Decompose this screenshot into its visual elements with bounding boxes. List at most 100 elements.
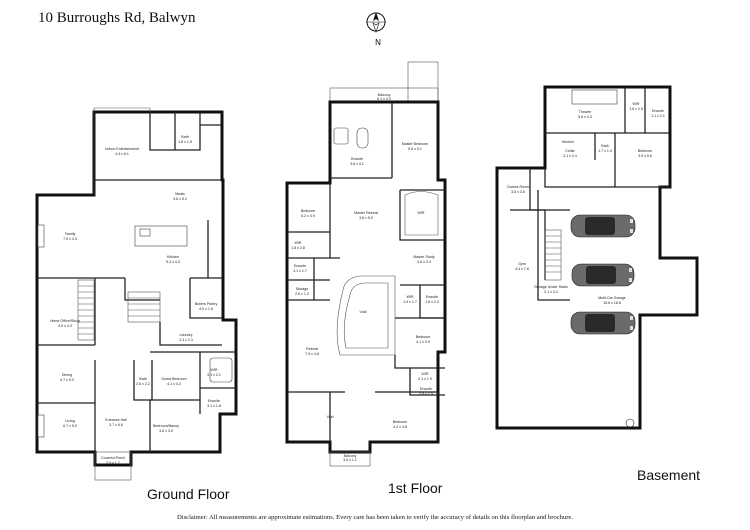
- basement-ensuite-size: 1.1 x 2.1: [651, 114, 665, 118]
- first-wir3-size: 2.1 x 1.9: [418, 377, 432, 381]
- basement-games-size: 3.8 x 3.6: [511, 190, 525, 194]
- basement-cellar-label: Cellar: [565, 149, 575, 153]
- first-floor-label: 1st Floor: [388, 480, 443, 496]
- basement-bath-size: 1.7 x 1.4: [598, 149, 612, 153]
- ground-family-size: 7.0 x 4.3: [63, 237, 77, 241]
- basement-games-label: Games Room: [507, 185, 529, 189]
- ground-living-size: 6.7 x 5.0: [63, 424, 77, 428]
- ground-kitchen-label: Kitchen: [167, 255, 179, 259]
- compass-icon: N: [366, 12, 386, 47]
- car-icon: [571, 263, 635, 287]
- first-ensuite4-size: 2.8 x 1.5: [419, 392, 433, 396]
- basement-storage-size: 2.1 x 3.3: [544, 290, 558, 294]
- ground-office-size: 4.5 x 4.3: [58, 324, 72, 328]
- ground-living-label: Living: [65, 419, 74, 423]
- first-bedroom2-label: Bedroom: [416, 335, 431, 339]
- first-wir1-size: 1.8 x 2.8: [291, 246, 305, 250]
- first-master-label: Master Bedroom: [402, 142, 429, 146]
- ground-laundry-label: Laundry: [180, 333, 193, 337]
- ground-bath2-size: 2.6 x 2.2: [136, 382, 150, 386]
- ground-ensuite-label: Ensuite: [208, 399, 220, 403]
- ground-floor-plan: Indoor Entertainment 4.4 x 6.1 Bath 1.8 …: [35, 107, 238, 481]
- basement-cellar-size: 3.1 x 2.4: [563, 154, 577, 158]
- basement-garage-size: 15.6 x 18.8: [603, 301, 621, 305]
- ground-bed5-size: 3.6 x 3.9: [159, 429, 173, 433]
- first-wir2-label: WIR: [407, 295, 414, 299]
- car-icon: [570, 311, 636, 335]
- ground-guest-size: 4.1 x 4.2: [167, 382, 181, 386]
- ground-bath2-label: Bath: [139, 377, 146, 381]
- first-ensuite3-size: 1.8 x 2.3: [425, 300, 439, 304]
- first-void2-label: Void: [327, 415, 334, 419]
- first-ensuite2-size: 3.1 x 1.7: [293, 269, 307, 273]
- first-bedroom3-label: Bedroom: [393, 420, 408, 424]
- basement-theatre-label: Theatre: [579, 110, 591, 114]
- ground-office-label: Home Office/Study: [50, 319, 80, 323]
- first-bedroom1-size: 5.2 x 4.9: [301, 214, 315, 218]
- ground-laundry-size: 3.3 x 2.3: [179, 338, 193, 342]
- first-balcony-top-label: Balcony: [378, 93, 391, 97]
- ground-guest-label: Guest Bedroom: [161, 377, 186, 381]
- ground-bath-label: Bath: [181, 135, 188, 139]
- ground-kitchen-size: 5.3 x 4.3: [166, 260, 180, 264]
- ground-entrance-label: Entrance Hall: [105, 418, 127, 422]
- basement-plan: Theatre 5.6 x 4.3 WIR 1.6 x 2.5 Ensuite …: [495, 85, 699, 430]
- basement-gym-size: 4.4 x 7.6: [515, 267, 529, 271]
- ground-ensuite-size: 3.1 x 1.8: [207, 404, 221, 408]
- basement-gym-label: Gym: [518, 262, 526, 266]
- basement-ensuite-label: Ensuite: [652, 109, 664, 113]
- first-ensuite-label: Ensuite: [351, 157, 363, 161]
- first-balcony-bottom-size: 3.5 x 1.1: [343, 458, 357, 462]
- ground-entrance-size: 3.7 x 6.6: [109, 423, 123, 427]
- first-storage-label: Storage: [296, 287, 309, 291]
- first-master-study-size: 3.6 x 3.4: [417, 260, 431, 264]
- ground-butlers-size: 4.0 x 1.8: [199, 307, 213, 311]
- basement-bedroom-size: 3.9 x 5.6: [638, 154, 652, 158]
- first-master-study-label: Master Study: [413, 255, 434, 259]
- ground-dining-size: 4.7 x 5.0: [60, 378, 74, 382]
- first-ensuite-size: 3.6 x 4.1: [350, 162, 364, 166]
- basement-theatre-size: 5.6 x 4.3: [578, 115, 592, 119]
- basement-wir-size: 1.6 x 2.5: [629, 107, 643, 111]
- basement-kitchen-label: Kitchen: [562, 140, 574, 144]
- first-bedroom2-size: 4.1 x 3.9: [416, 340, 430, 344]
- first-ensuite3-label: Ensuite: [426, 295, 438, 299]
- first-bedroom3-size: 4.2 x 4.8: [393, 425, 407, 429]
- ground-butlers-label: Butlers Pantry: [195, 302, 218, 306]
- basement-bedroom-label: Bedroom: [638, 149, 653, 153]
- first-retreat-size: 7.0 x 4.8: [305, 352, 319, 356]
- first-master-size: 5.8 x 5.1: [408, 147, 422, 151]
- disclaimer: Disclaimer: All measurements are approxi…: [176, 514, 574, 521]
- basement-wir-label: WIR: [633, 102, 640, 106]
- first-bedroom1-label: Bedroom: [301, 209, 316, 213]
- ground-meals-size: 4.6 x 5.2: [173, 197, 187, 201]
- first-balcony-top-size: 6.1 x 4.0: [377, 97, 391, 101]
- first-master-retreat-label: Master Retreat: [354, 211, 378, 215]
- ground-alfresco-size: 4.4 x 6.1: [115, 152, 129, 156]
- car-icon: [570, 214, 636, 238]
- first-ensuite2-label: Ensuite: [294, 264, 306, 268]
- first-balcony-bottom-label: Balcony: [344, 454, 357, 458]
- compass-north-label: N: [375, 38, 381, 47]
- ground-bath-size: 1.8 x 1.5: [178, 140, 192, 144]
- first-ensuite4-label: Ensuite: [420, 387, 432, 391]
- first-wir2-size: 1.9 x 1.7: [403, 300, 417, 304]
- ground-alfresco-label: Indoor Entertainment: [105, 147, 139, 151]
- first-wir3-label: WIR: [422, 372, 429, 376]
- first-floor-plan: Balcony 6.1 x 4.0 Ensuite 3.6 x 4.1 Mast…: [285, 61, 447, 467]
- ground-dining-label: Dining: [62, 373, 72, 377]
- first-void-label: Void: [360, 310, 367, 314]
- basement-garage-label: Multi-Car Garage: [598, 296, 626, 300]
- ground-meals-label: Meals: [175, 192, 185, 196]
- basement-storage-label: Storage Under Stairs: [534, 285, 568, 289]
- ground-bed5-label: Bedroom/Nanny: [153, 424, 179, 428]
- ground-porch-size: 3.9 x 1.7: [106, 461, 120, 465]
- basement-bath-label: Bath: [601, 144, 608, 148]
- ground-wir-size: 3.1 x 2.1: [207, 373, 221, 377]
- first-storage-size: 2.6 x 1.2: [295, 292, 309, 296]
- basement-label: Basement: [637, 467, 701, 483]
- first-wir-label: WIR: [418, 211, 425, 215]
- first-wir1-label: WIR: [295, 241, 302, 245]
- listing-address: 10 Burroughs Rd, Balwyn: [38, 10, 196, 26]
